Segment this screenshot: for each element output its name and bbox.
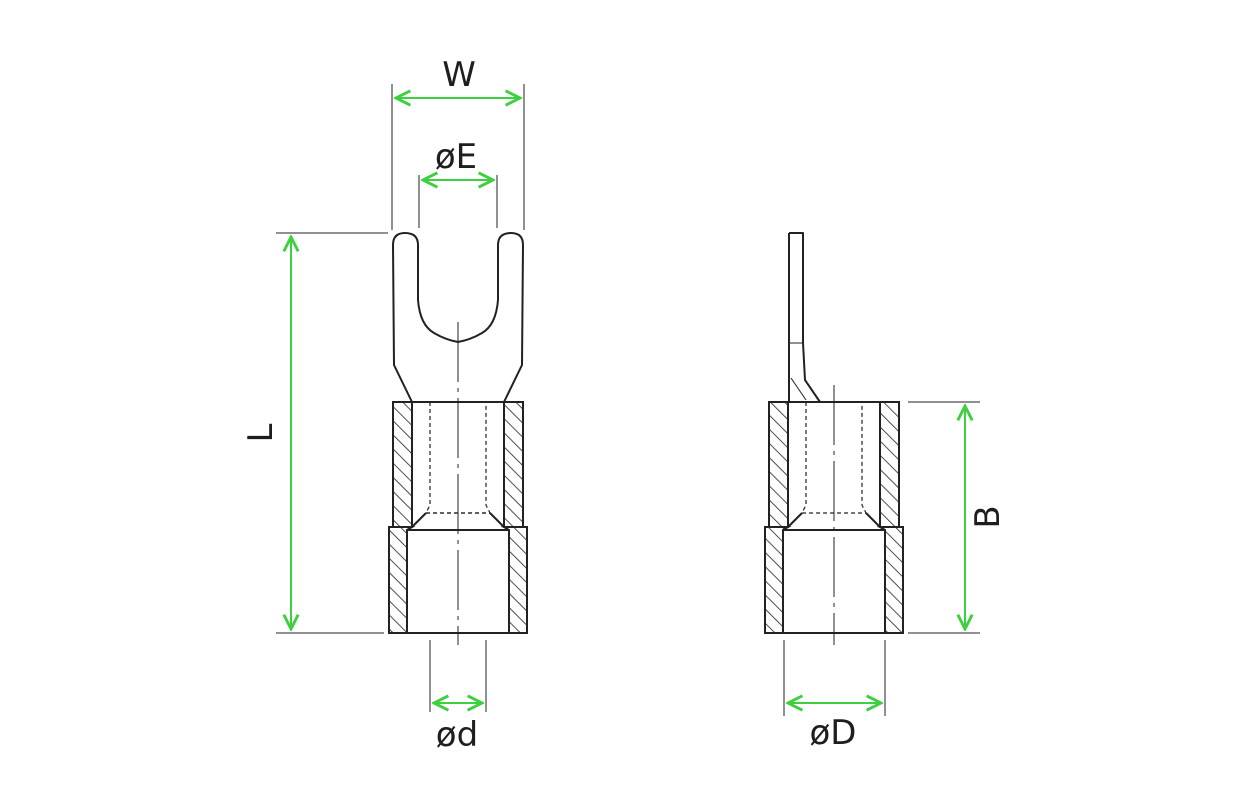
front-view [388,232,528,645]
label-d: ød [436,715,478,755]
label-w: W [442,55,476,95]
side-sleeve-upper-right-wall [879,401,900,528]
sleeve-lower-left-wall [388,526,416,634]
side-sleeve-lower-left-wall [764,526,792,634]
front-dimensions [276,84,525,712]
side-dimensions [783,401,980,716]
sleeve-upper-left-wall [392,401,413,528]
sleeve-lower-right-wall [500,526,528,634]
side-view [764,232,904,645]
sleeve-upper-right-wall [503,401,524,528]
label-l: L [241,423,281,442]
label-e: øE [435,137,477,177]
label-bigd: øD [810,713,857,753]
side-sleeve-lower-right-wall [876,526,904,634]
side-sleeve-upper-left-wall [768,401,789,528]
blade-outline [788,232,821,403]
label-b: B [968,505,1008,528]
